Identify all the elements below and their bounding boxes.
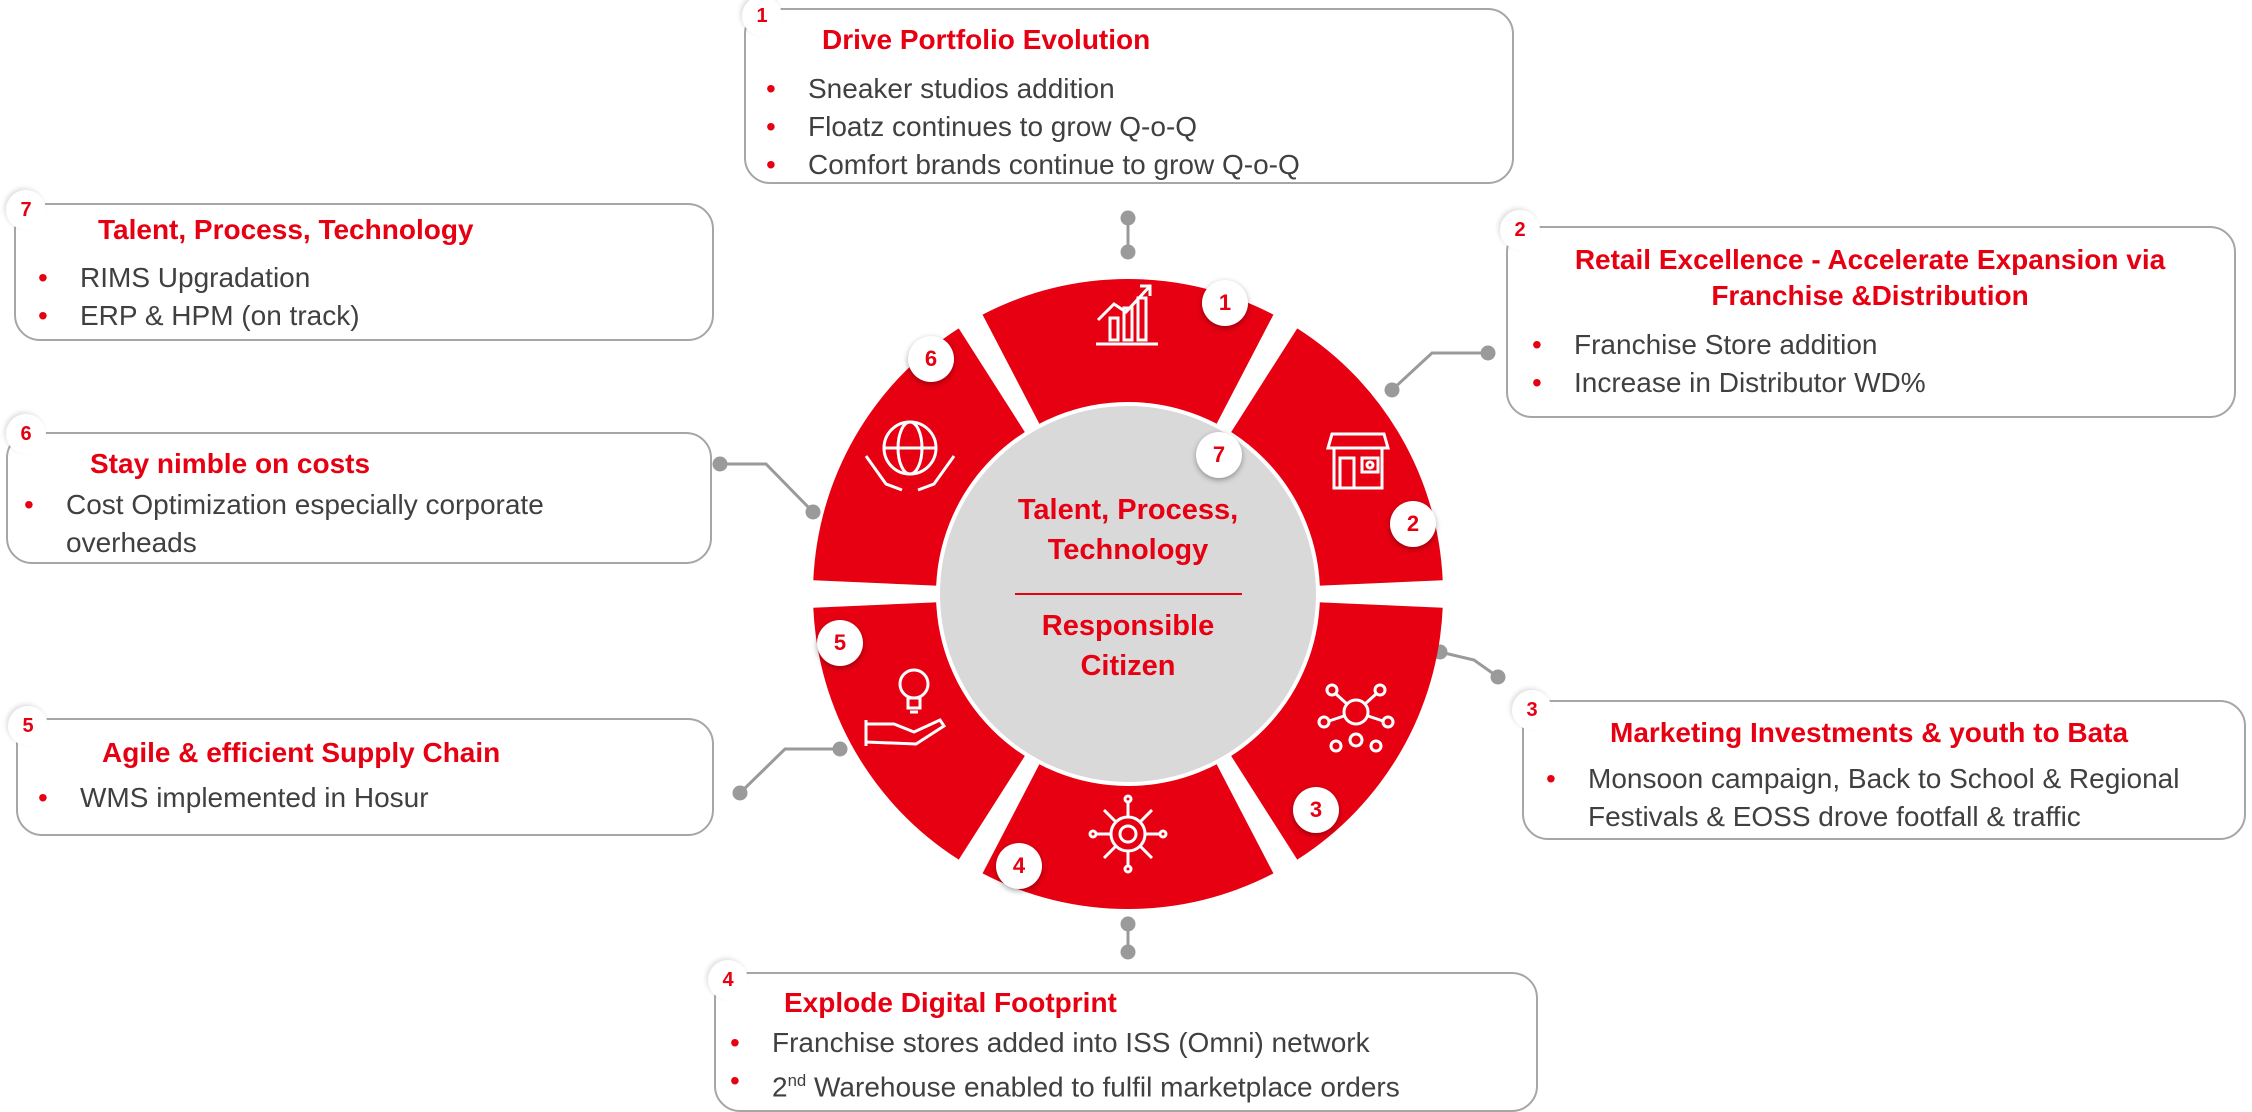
box-4-bullets: Franchise stores added into ISS (Omni) n… xyxy=(714,1024,1400,1106)
box-5-title: Agile & efficient Supply Chain xyxy=(102,737,501,768)
box-4-number: 4 xyxy=(708,960,748,1000)
wheel-segment-4 xyxy=(982,762,1274,909)
bullet: RIMS Upgradation xyxy=(22,259,360,297)
box-5-bullets: WMS implemented in Hosur xyxy=(22,779,429,817)
bullet: Cost Optimization especially corporate xyxy=(8,486,544,524)
bullet: WMS implemented in Hosur xyxy=(22,779,429,817)
connector-6 xyxy=(712,456,821,520)
box-6-number: 6 xyxy=(6,414,46,454)
hub-title-line-1: Talent, Process, xyxy=(1017,494,1239,526)
bullet: Franchise stores added into ISS (Omni) n… xyxy=(714,1024,1400,1062)
growth-chart-icon xyxy=(1096,284,1158,346)
bullet: Sneaker studios addition xyxy=(750,70,1300,108)
bullet: Comfort brands continue to grow Q-o-Q xyxy=(750,146,1300,184)
lightbulb-hand-icon xyxy=(864,668,947,746)
bullet-text: Warehouse enabled to fulfil marketplace … xyxy=(806,1071,1400,1103)
box-7-title: Talent, Process, Technology xyxy=(98,214,474,245)
box-2-title: Retail Excellence - Accelerate Expansion… xyxy=(1530,242,2210,315)
hub-subtitle-line-2: Citizen xyxy=(1080,650,1176,682)
box-1-title: Drive Portfolio Evolution xyxy=(822,24,1151,55)
box-7-bullets: RIMS Upgradation ERP & HPM (on track) xyxy=(22,259,360,335)
bullet: Floatz continues to grow Q-o-Q xyxy=(750,108,1300,146)
box-2-title-line-1: Retail Excellence - Accelerate Expansion… xyxy=(1574,244,2166,275)
bullet: Monsoon campaign, Back to School & Regio… xyxy=(1530,760,2179,798)
box-3-title: Marketing Investments & youth to Bata xyxy=(1610,717,2129,748)
box-3-number: 3 xyxy=(1512,690,1552,730)
box-6-title: Stay nimble on costs xyxy=(90,448,371,479)
box-7-number: 7 xyxy=(6,190,46,230)
wheel-badge-4: 4 xyxy=(996,843,1042,889)
connector-2 xyxy=(1384,345,1496,398)
bullet: 2nd Warehouse enabled to fulfil marketpl… xyxy=(714,1062,1400,1106)
box-2-title-line-2: Franchise &Distribution xyxy=(1711,280,2029,312)
box-1-number: 1 xyxy=(742,0,782,36)
wheel-badge-6: 6 xyxy=(908,336,954,382)
wheel-segment-2 xyxy=(1230,328,1443,586)
bullet-continuation: overheads xyxy=(66,527,197,558)
box-6-bullets: Cost Optimization especially corporate o… xyxy=(8,486,544,562)
wheel-badge-3: 3 xyxy=(1293,787,1339,833)
connector-3 xyxy=(1432,644,1506,685)
wheel-badge-1: 1 xyxy=(1202,280,1248,326)
box-5-number: 5 xyxy=(8,706,48,746)
digital-network-icon xyxy=(1088,794,1168,874)
connector-5 xyxy=(732,741,848,801)
bullet: Franchise Store addition xyxy=(1516,326,1926,364)
wheel-segment-1 xyxy=(982,278,1274,426)
marketing-network-icon xyxy=(1317,683,1395,753)
connector-1 xyxy=(1120,210,1136,260)
ordinal-number: 2 xyxy=(772,1071,788,1103)
bullet: Increase in Distributor WD% xyxy=(1516,364,1926,402)
bullet: ERP & HPM (on track) xyxy=(22,297,360,335)
box-4-title: Explode Digital Footprint xyxy=(784,987,1117,1018)
wheel-badge-2: 2 xyxy=(1390,501,1436,547)
storefront-icon xyxy=(1326,432,1390,490)
box-2-bullets: Franchise Store addition Increase in Dis… xyxy=(1516,326,1926,402)
ordinal-suffix: nd xyxy=(787,1071,807,1090)
wheel-segment-6 xyxy=(813,328,1026,586)
box-3-bullets: Monsoon campaign, Back to School & Regio… xyxy=(1530,760,2179,836)
hub-subtitle: Responsible Citizen xyxy=(1000,606,1256,686)
connector-4 xyxy=(1120,916,1136,960)
globe-hands-icon xyxy=(864,420,956,492)
box-2-number: 2 xyxy=(1500,210,1540,250)
hub-badge-7: 7 xyxy=(1196,432,1242,478)
hub-subtitle-line-1: Responsible xyxy=(1041,610,1215,642)
hub-title-line-2: Technology xyxy=(1047,534,1209,566)
box-1-bullets: Sneaker studios addition Floatz continue… xyxy=(750,70,1300,184)
hub-title: Talent, Process, Technology xyxy=(1000,490,1256,570)
wheel-segment-3 xyxy=(1230,602,1443,860)
wheel-badge-5: 5 xyxy=(817,620,863,666)
connector-lines xyxy=(712,210,1506,960)
bullet-continuation: Festivals & EOSS drove footfall & traffi… xyxy=(1588,801,2081,832)
